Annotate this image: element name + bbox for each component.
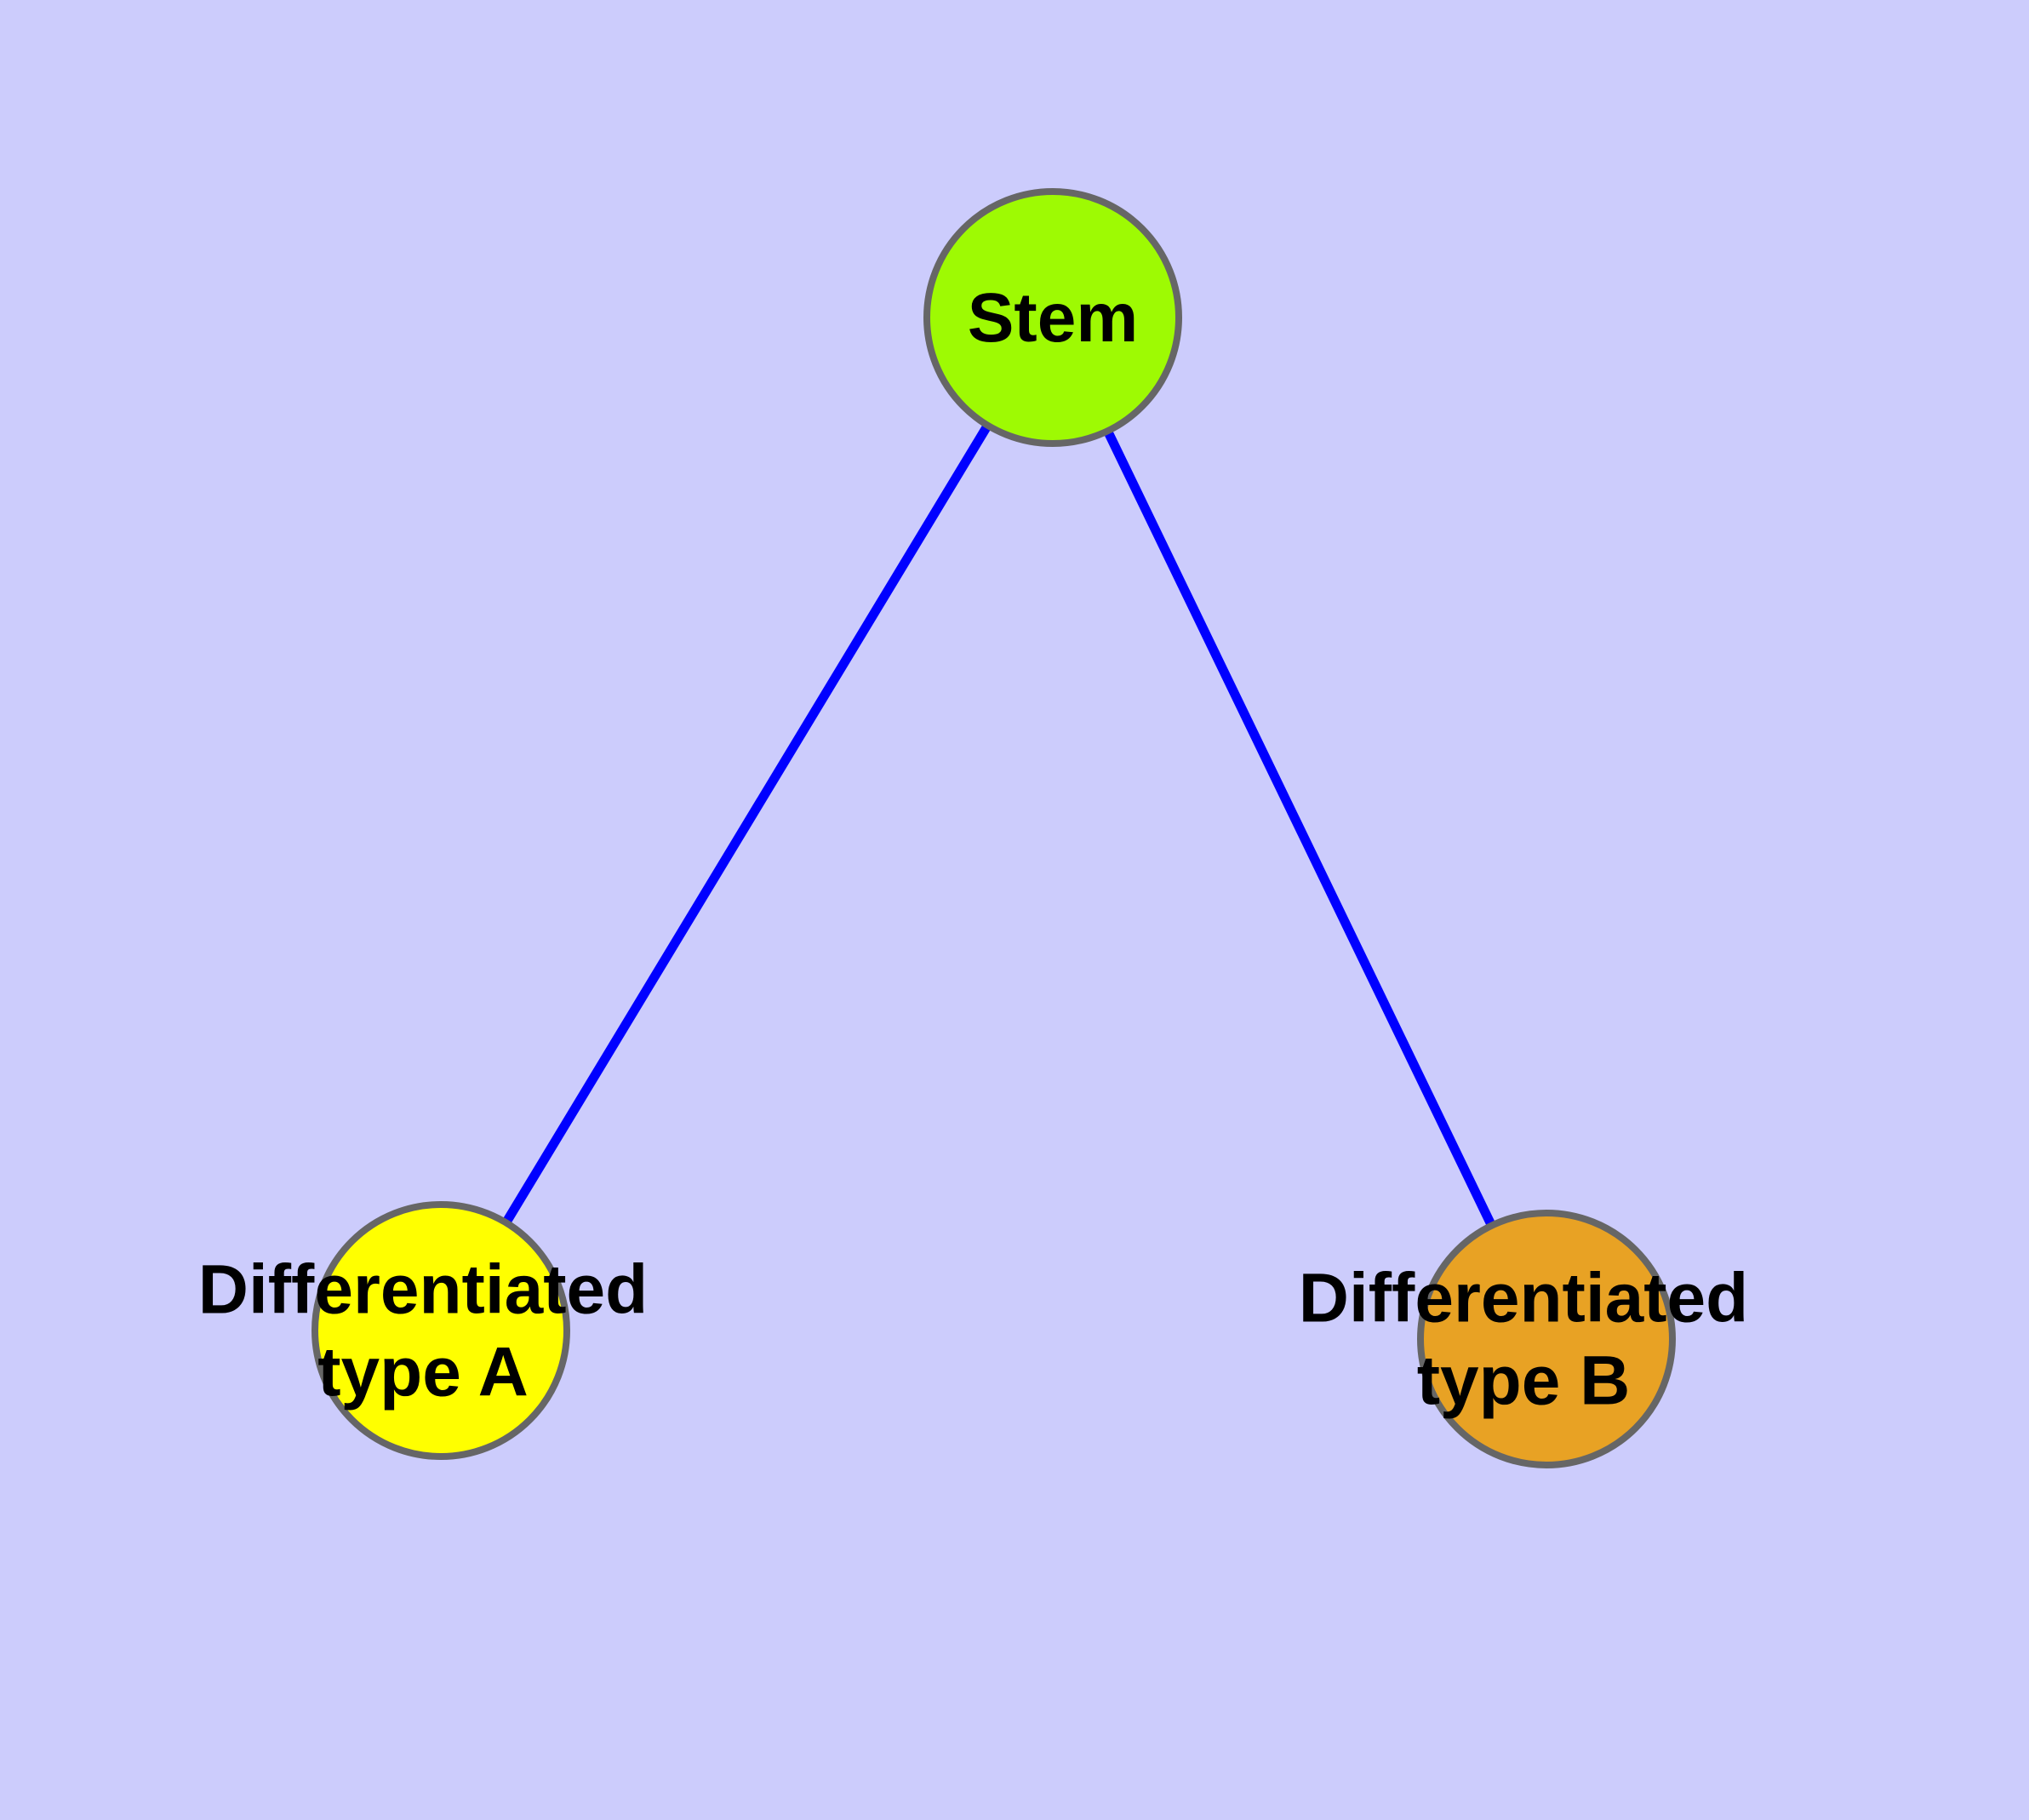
label-line: Stem bbox=[968, 279, 1139, 357]
edge-stem-to-type-b[interactable] bbox=[1049, 315, 1551, 1342]
label-line: Differentiated bbox=[198, 1251, 649, 1329]
node-differentiated-type-b[interactable] bbox=[1417, 1210, 1676, 1468]
edge-stem-to-type-a[interactable] bbox=[437, 315, 1057, 1333]
node-layer bbox=[311, 188, 1676, 1468]
label-line: type A bbox=[317, 1333, 529, 1411]
node-stem-circle[interactable] bbox=[923, 188, 1182, 447]
node-differentiated-type-a-circle[interactable] bbox=[311, 1201, 570, 1460]
node-differentiated-type-a[interactable] bbox=[311, 1201, 570, 1460]
label-line: type B bbox=[1417, 1342, 1631, 1419]
node-stem-label: Stem bbox=[968, 279, 1139, 357]
label-line: Differentiated bbox=[1299, 1260, 1749, 1337]
edge-layer bbox=[437, 315, 1551, 1342]
node-stem[interactable] bbox=[923, 188, 1182, 447]
node-differentiated-type-b-circle[interactable] bbox=[1417, 1210, 1676, 1468]
